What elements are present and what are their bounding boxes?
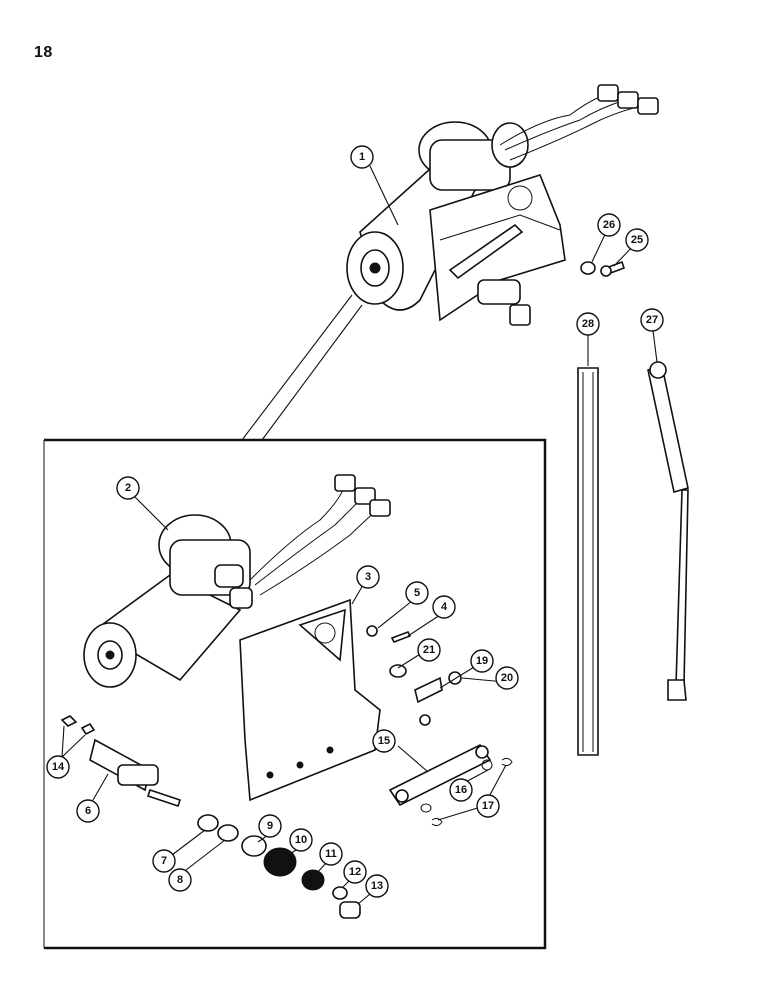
callout-19: 19 [470,649,494,673]
upper-right-hardware [580,260,626,277]
callout-17: 17 [476,794,500,818]
callout-13: 13 [365,874,389,898]
motor-exploded [83,474,391,688]
svg-text:12: 12 [349,866,361,878]
svg-text:6: 6 [85,805,91,817]
callout-16: 16 [449,778,473,802]
callout-3: 3 [356,565,380,589]
callout-5: 5 [405,581,429,605]
svg-text:11: 11 [325,848,337,860]
callout-7: 7 [152,849,176,873]
callout-21: 21 [417,638,441,662]
callout-1: 1 [350,145,374,169]
bracket [239,598,381,802]
callout-6: 6 [76,799,100,823]
callout-8: 8 [168,868,192,892]
svg-text:10: 10 [295,834,307,846]
svg-text:17: 17 [482,800,494,812]
svg-text:4: 4 [441,601,448,613]
callout-28: 28 [576,312,600,336]
callout-15: 15 [372,729,396,753]
assembled-wiper-motor [346,84,659,326]
svg-text:2: 2 [125,482,131,494]
svg-text:14: 14 [52,761,65,773]
wiper-arm [647,361,689,701]
svg-text:20: 20 [501,672,513,684]
svg-text:5: 5 [414,587,420,599]
svg-text:26: 26 [603,219,615,231]
callout-4: 4 [432,595,456,619]
svg-text:7: 7 [161,855,167,867]
callout-25: 25 [625,228,649,252]
svg-text:1: 1 [359,151,365,163]
svg-text:27: 27 [646,314,658,326]
zoom-line-right [261,304,363,441]
callout-9: 9 [258,814,282,838]
callout-14: 14 [46,755,70,779]
svg-text:9: 9 [267,820,273,832]
callout-20: 20 [495,666,519,690]
svg-text:25: 25 [631,234,643,246]
wiper-blade [577,367,599,756]
zoom-line-left [241,294,353,441]
callout-12: 12 [343,860,367,884]
callout-11: 11 [319,842,343,866]
svg-text:28: 28 [582,318,594,330]
callout-2: 2 [116,476,140,500]
page-number: 18 [34,44,53,61]
callout-26: 26 [597,213,621,237]
svg-text:21: 21 [423,644,435,656]
svg-text:15: 15 [378,735,390,747]
callout-10: 10 [289,828,313,852]
callout-27: 27 [640,308,664,332]
inset-frame [44,438,547,950]
svg-text:16: 16 [455,784,467,796]
svg-text:8: 8 [177,874,183,886]
svg-text:13: 13 [371,880,383,892]
svg-text:3: 3 [365,571,371,583]
hardware [60,625,513,919]
svg-text:19: 19 [476,655,488,667]
